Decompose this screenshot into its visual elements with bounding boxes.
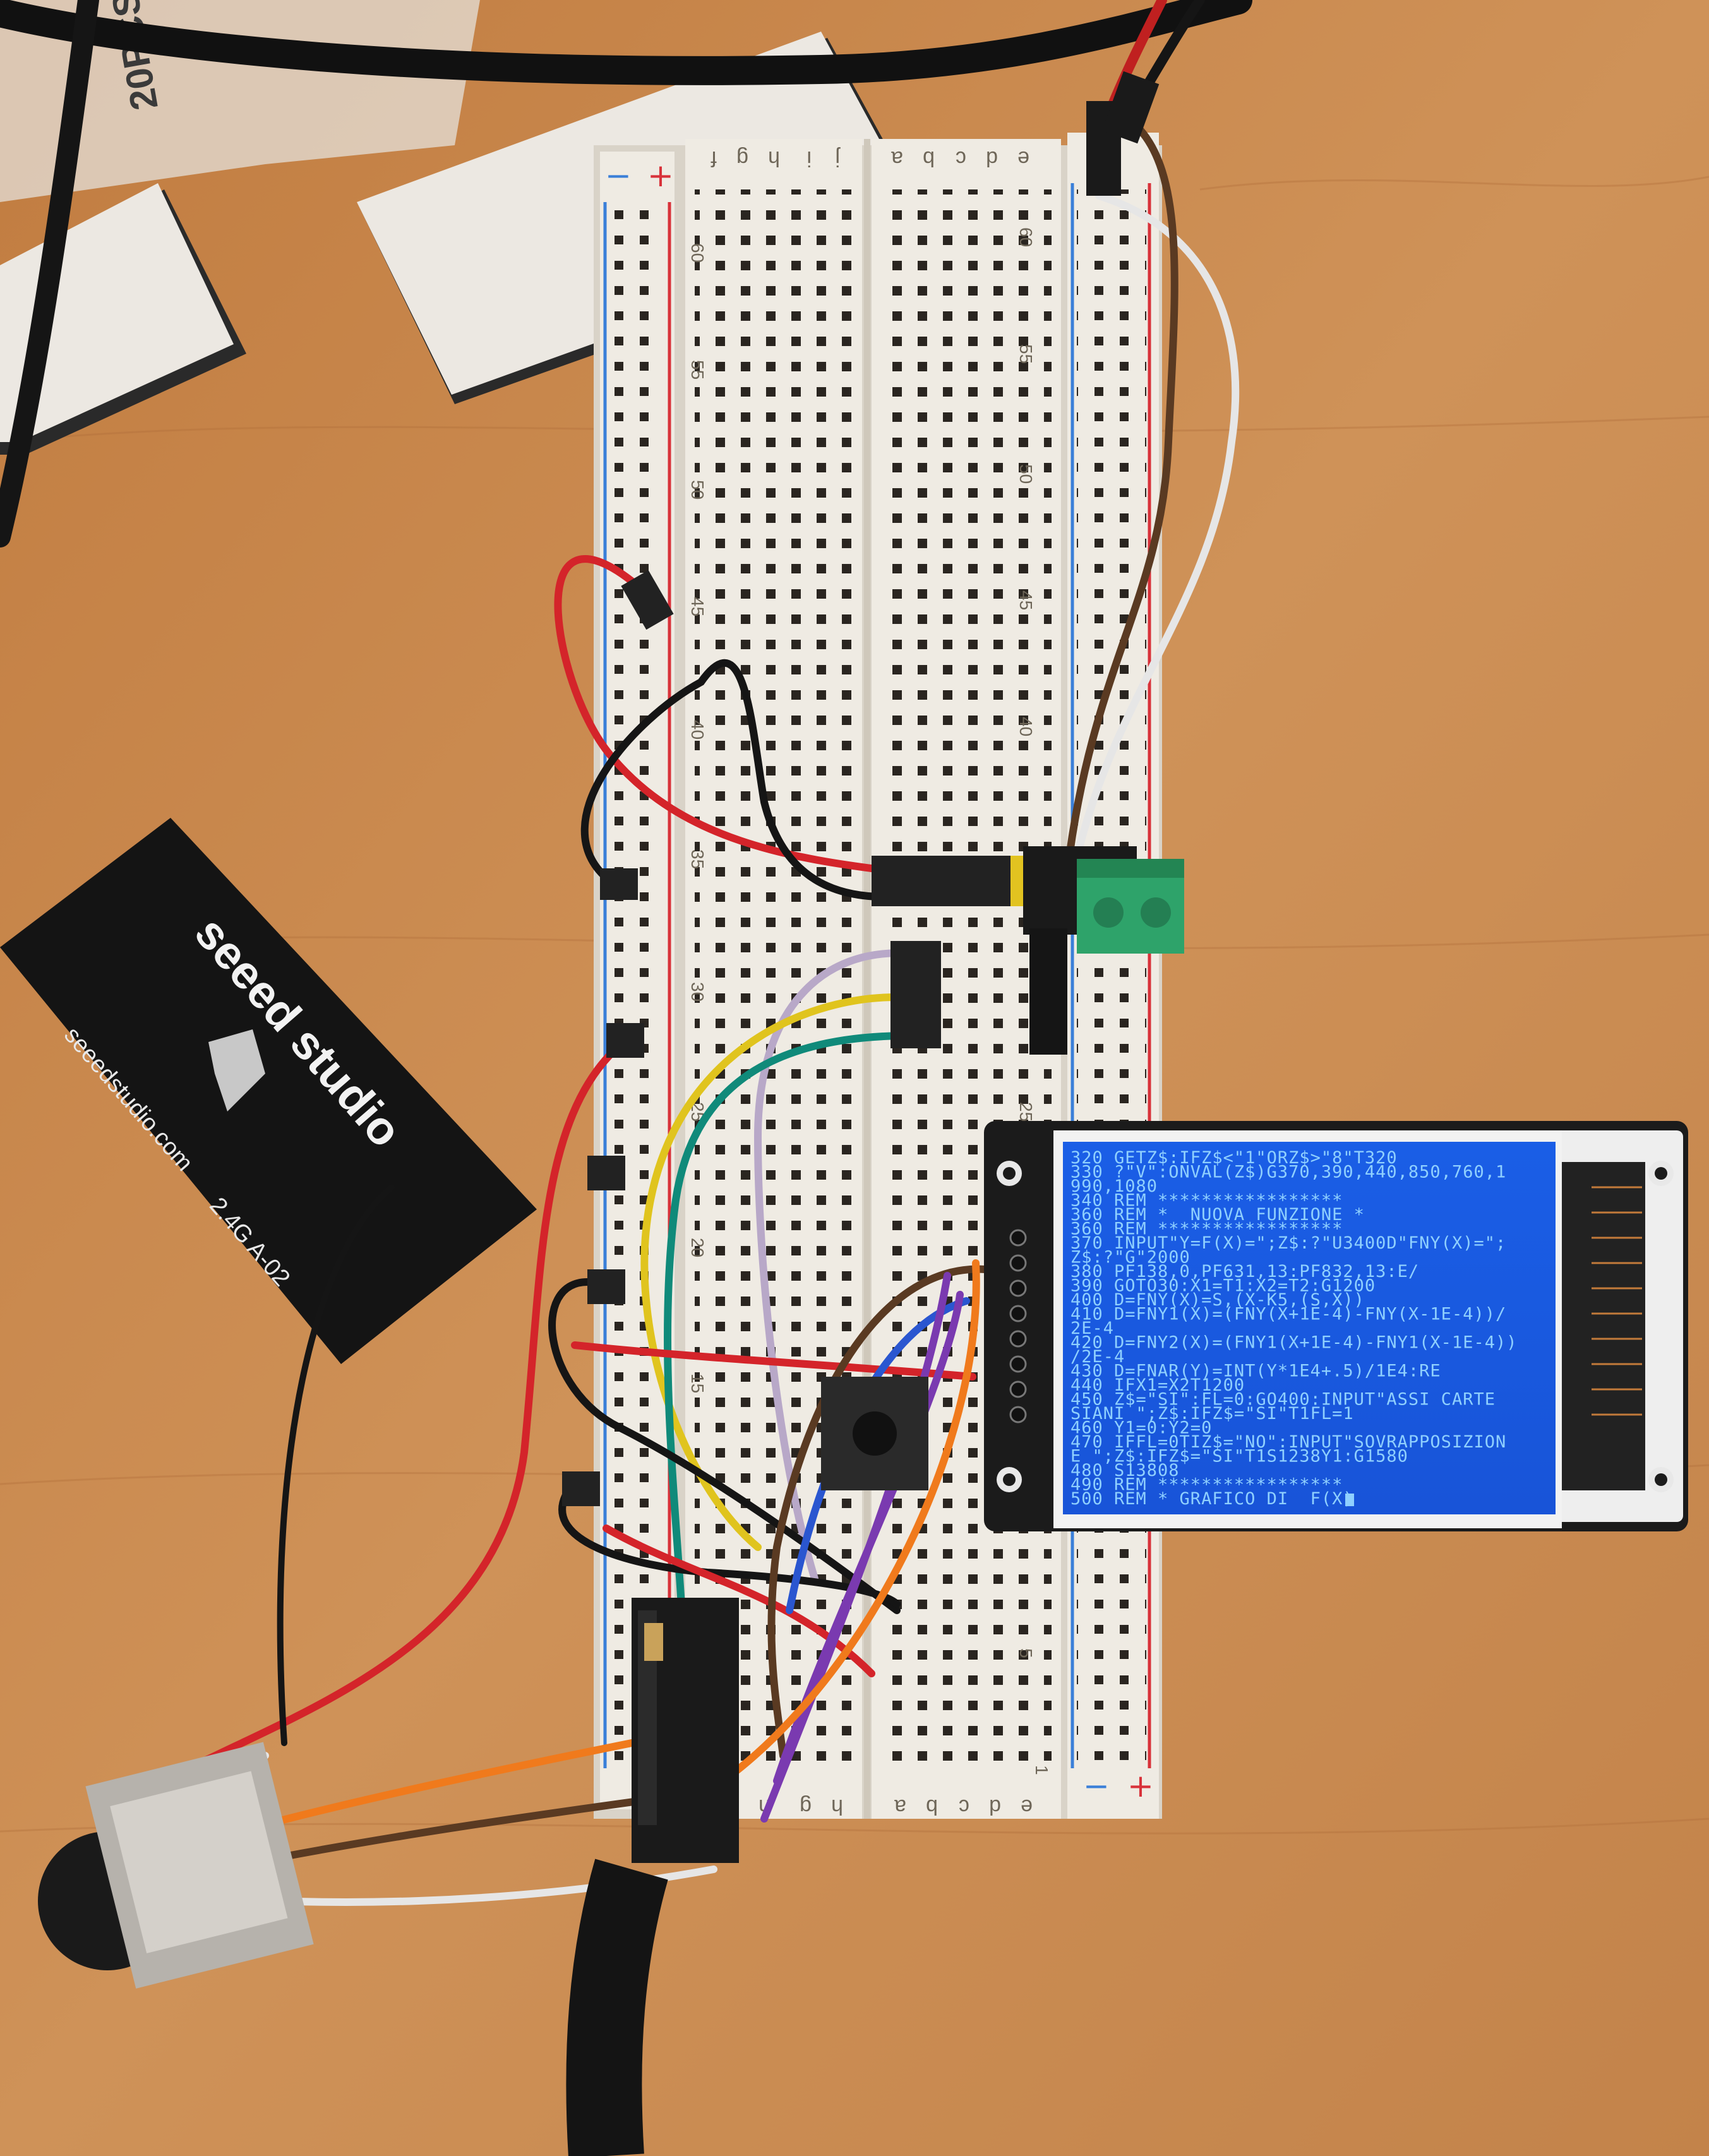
row-num-right-45: 45 <box>1016 590 1036 610</box>
screen-line: 340 REM ***************** <box>1070 1191 1343 1211</box>
screen-line: 490 REM ***************** <box>1070 1475 1343 1495</box>
black-cable-bottom <box>566 1859 668 2156</box>
wire-black-left <box>548 1278 901 1614</box>
rail-minus-top-left: − <box>605 157 632 194</box>
column-letters-bottom: h g h a b c d e <box>759 1795 1033 1819</box>
screen-line: 450 Z$="SI":FL=0:GO400:INPUT"ASSI CARTE <box>1070 1390 1496 1410</box>
terminal-block-module <box>1023 846 1184 1055</box>
screen-line: 2E-4 <box>1070 1319 1114 1338</box>
col-letter-bottom-a: a <box>894 1795 906 1819</box>
wire-red-mid <box>571 1341 976 1380</box>
col-letter-bottom-h2: h <box>831 1795 843 1819</box>
screen-line: 480 S13808 <box>1070 1461 1180 1480</box>
center-channel <box>864 139 870 1819</box>
breadboard: − + − + f g h i j a b c d e h g h a b c … <box>594 133 1162 1819</box>
wire-brown-mid <box>767 1265 989 1759</box>
screen-line: 470 IFFL=0TIZ$="NO":INPUT"SOVRAPPOSIZION <box>1070 1432 1506 1452</box>
col-letter-h: h <box>768 147 780 171</box>
push-button[interactable] <box>821 1377 928 1490</box>
row-num-right-5: 5 <box>1016 1648 1036 1658</box>
col-letter-f: f <box>711 147 717 171</box>
wire-white-long <box>1070 192 1240 875</box>
screen-line: 440 IFX1=X2T1200 <box>1070 1375 1245 1395</box>
wire-lavender <box>753 949 913 1583</box>
antenna-foil-icon <box>208 1029 265 1111</box>
row-num-left-45: 45 <box>688 597 707 616</box>
row-num-left-40: 40 <box>688 720 707 740</box>
row-num-right-25: 25 <box>1016 1102 1036 1122</box>
col-letter-g: g <box>736 147 748 171</box>
screen-line: Z$:?"G"2000 <box>1070 1248 1190 1267</box>
row-num-left-20: 20 <box>688 1238 707 1257</box>
row-numbers-left: 60 55 50 45 40 35 30 25 20 15 <box>688 243 707 1393</box>
wire-red-left <box>186 1032 635 1772</box>
col-letter-e: e <box>1017 147 1029 171</box>
col-letter-bottom-d: d <box>989 1795 1001 1819</box>
screen-line: 500 REM * GRAFICO DI F(X) <box>1070 1489 1354 1509</box>
wire-yellow <box>640 993 913 1551</box>
screen-line: 390 GOTO30:X1=T1:X2=T2:G1200 <box>1070 1276 1376 1296</box>
column-letters-top: f g h i j a b c d e <box>711 147 1029 171</box>
screen-line: 360 REM * NUOVA FUNZIONE * <box>1070 1205 1365 1225</box>
screen-line: 380 PF138,0,PF631,13:PF832,13:E/ <box>1070 1262 1419 1281</box>
row-num-right-55: 55 <box>1016 344 1036 364</box>
wire-brown-long <box>1064 123 1178 875</box>
rail-minus-bottom-right: − <box>1083 1768 1110 1804</box>
row-num-left-55: 55 <box>688 360 707 380</box>
screen-line: 410 D=FNY1(X)=(FNY(X+1E-4)-FNY(X-1E-4))/ <box>1070 1305 1506 1324</box>
screen-line: /2E-4 <box>1070 1347 1125 1367</box>
screen-line: E ";Z$:IFZ$="SI"T1S1238Y1:G1580 <box>1070 1447 1408 1466</box>
row-num-left-50: 50 <box>688 480 707 500</box>
col-letter-bottom-c: c <box>959 1795 969 1819</box>
row-num-left-60: 60 <box>688 243 707 263</box>
header-pins <box>1009 1229 1027 1423</box>
rail-plus-top-left: + <box>647 157 674 194</box>
microcontroller-board <box>632 1598 739 1863</box>
rail-plus-bottom-right: + <box>1127 1768 1154 1804</box>
col-letter-a: a <box>891 147 903 171</box>
wire-teal <box>664 1032 913 1620</box>
screen-line: 400 D=FNY(X)=S,(X-K5,(S,X)) <box>1070 1290 1365 1310</box>
wire-orange-a <box>691 1259 980 1804</box>
usb-connector <box>38 1742 314 1989</box>
row-num-left-15: 15 <box>688 1374 707 1393</box>
row-num-right-60: 60 <box>1016 227 1036 247</box>
dupont-connectors <box>562 71 1160 1506</box>
col-letter-bottom-e: e <box>1021 1795 1033 1819</box>
row-numbers-right: 60 55 50 45 40 25 5 1 <box>1016 227 1052 1775</box>
col-letter-bottom-g: g <box>800 1795 812 1819</box>
screen-line: 460 Y1=0:Y2=0 <box>1070 1418 1212 1438</box>
screen-cursor <box>1345 1494 1354 1506</box>
screen-line: 990,1080 <box>1070 1177 1158 1196</box>
screen-line: 370 INPUT"Y=F(X)=";Z$:?"U3400D"FNY(X)="; <box>1070 1233 1506 1253</box>
row-num-left-35: 35 <box>688 849 707 869</box>
wire-black-top <box>580 659 888 901</box>
row-num-left-30: 30 <box>688 982 707 1002</box>
col-letter-i: i <box>807 147 812 171</box>
wire-purple-b <box>760 1272 951 1823</box>
screen-line: 430 D=FNAR(Y)=INT(Y*1E4+.5)/1E4:RE <box>1070 1362 1441 1381</box>
wire-black-antenna <box>277 1184 395 1746</box>
row-num-right-1: 1 <box>1032 1765 1052 1775</box>
display-screen <box>1063 1142 1556 1514</box>
screen-line: 330 ?"V":ONVAL(Z$)G370,390,440,850,760,1 <box>1070 1163 1506 1182</box>
col-letter-d: d <box>986 147 998 171</box>
row-num-right-40: 40 <box>1016 717 1036 736</box>
col-letter-c: c <box>956 147 966 171</box>
col-letter-bottom-b: b <box>926 1795 938 1819</box>
screen-line: 320 GETZ$:IFZ$<"1"ORZ$>"8"T320 <box>1070 1148 1398 1168</box>
col-letter-j: j <box>835 147 841 171</box>
row-num-right-50: 50 <box>1016 464 1036 484</box>
screen-line: SIANI ";Z$:IFZ$="SI"T1FL=1 <box>1070 1404 1354 1423</box>
screen-line: 420 D=FNY2(X)=(FNY1(X+1E-4)-FNY1(X-1E-4)… <box>1070 1333 1517 1353</box>
screen-line: 360 REM ***************** <box>1070 1219 1343 1239</box>
col-letter-b: b <box>923 147 935 171</box>
